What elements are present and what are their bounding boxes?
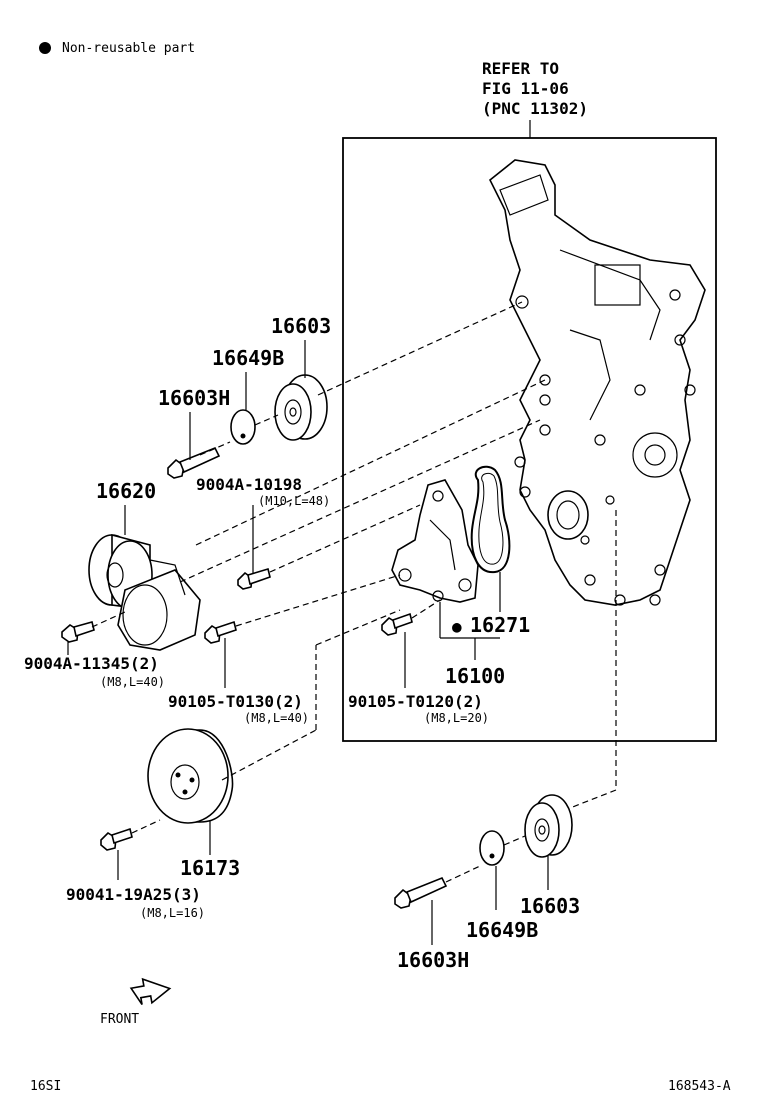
label-16271: 16271 (470, 613, 530, 637)
non-reusable-dot-icon (39, 42, 51, 54)
spec-90105-T0130: (M8,L=40) (244, 711, 309, 725)
crankshaft-pulley-16173 (147, 728, 234, 824)
bolt-9004A-11345 (61, 621, 95, 643)
tensioner-16620 (88, 533, 201, 651)
footer-left-code: 16SI (30, 1079, 61, 1094)
bracket-16100 (391, 479, 479, 603)
label-90105-T0130: 90105-T0130(2) (168, 692, 303, 711)
label-16603-top: 16603 (271, 314, 331, 338)
label-16603-bottom: 16603 (520, 894, 580, 918)
spec-9004A-10198: (M10,L=48) (258, 494, 330, 508)
bolt-16603H-top (167, 446, 221, 479)
spec-90041-19A25: (M8,L=16) (140, 906, 205, 920)
washer-16649B-bottom (479, 830, 505, 866)
idler-pulley-16603-bottom (524, 794, 573, 858)
refer-note-line3: (PNC 11302) (482, 99, 588, 118)
label-16603H-top: 16603H (158, 386, 230, 410)
bolt-90041-19A25 (100, 827, 133, 851)
bolt-90105-T0120 (381, 612, 413, 636)
idler-pulley-16603-top (274, 374, 328, 441)
bolt-16603H-bottom (394, 876, 448, 909)
spec-90105-T0120: (M8,L=20) (424, 711, 489, 725)
label-90041-19A25: 90041-19A25(3) (66, 885, 201, 904)
label-9004A-10198: 9004A-10198 (196, 475, 302, 494)
legend-text: Non-reusable part (62, 41, 195, 56)
label-9004A-11345: 9004A-11345(2) (24, 654, 159, 673)
bolt-9004A-10198 (237, 567, 271, 590)
washer-16649B-top (230, 409, 256, 445)
label-90105-T0120: 90105-T0120(2) (348, 692, 483, 711)
refer-note-line1: REFER TO (482, 59, 559, 78)
bolt-90105-T0130 (204, 620, 237, 644)
front-arrow-icon (129, 977, 172, 1006)
timing-chain-cover (488, 159, 706, 606)
front-label: FRONT (100, 1012, 139, 1027)
non-reusable-dot-16271: ● (452, 617, 462, 636)
assembly-box (342, 137, 717, 742)
label-16649B-top: 16649B (212, 346, 284, 370)
label-16620: 16620 (96, 479, 156, 503)
spec-9004A-11345: (M8,L=40) (100, 675, 165, 689)
label-16603H-bottom: 16603H (397, 948, 469, 972)
alignment-dashed-lines (91, 301, 617, 883)
leader-lines (67, 340, 549, 945)
refer-note-line2: FIG 11-06 (482, 79, 569, 98)
footer-right-code: 168543-A (668, 1079, 731, 1094)
gasket-inner-line (478, 472, 504, 565)
label-16649B-bottom: 16649B (466, 918, 538, 942)
washer-hole-bottom (489, 853, 495, 859)
label-16100: 16100 (445, 664, 505, 688)
label-16173: 16173 (180, 856, 240, 880)
gasket-16271 (470, 465, 511, 574)
washer-hole (240, 433, 246, 439)
